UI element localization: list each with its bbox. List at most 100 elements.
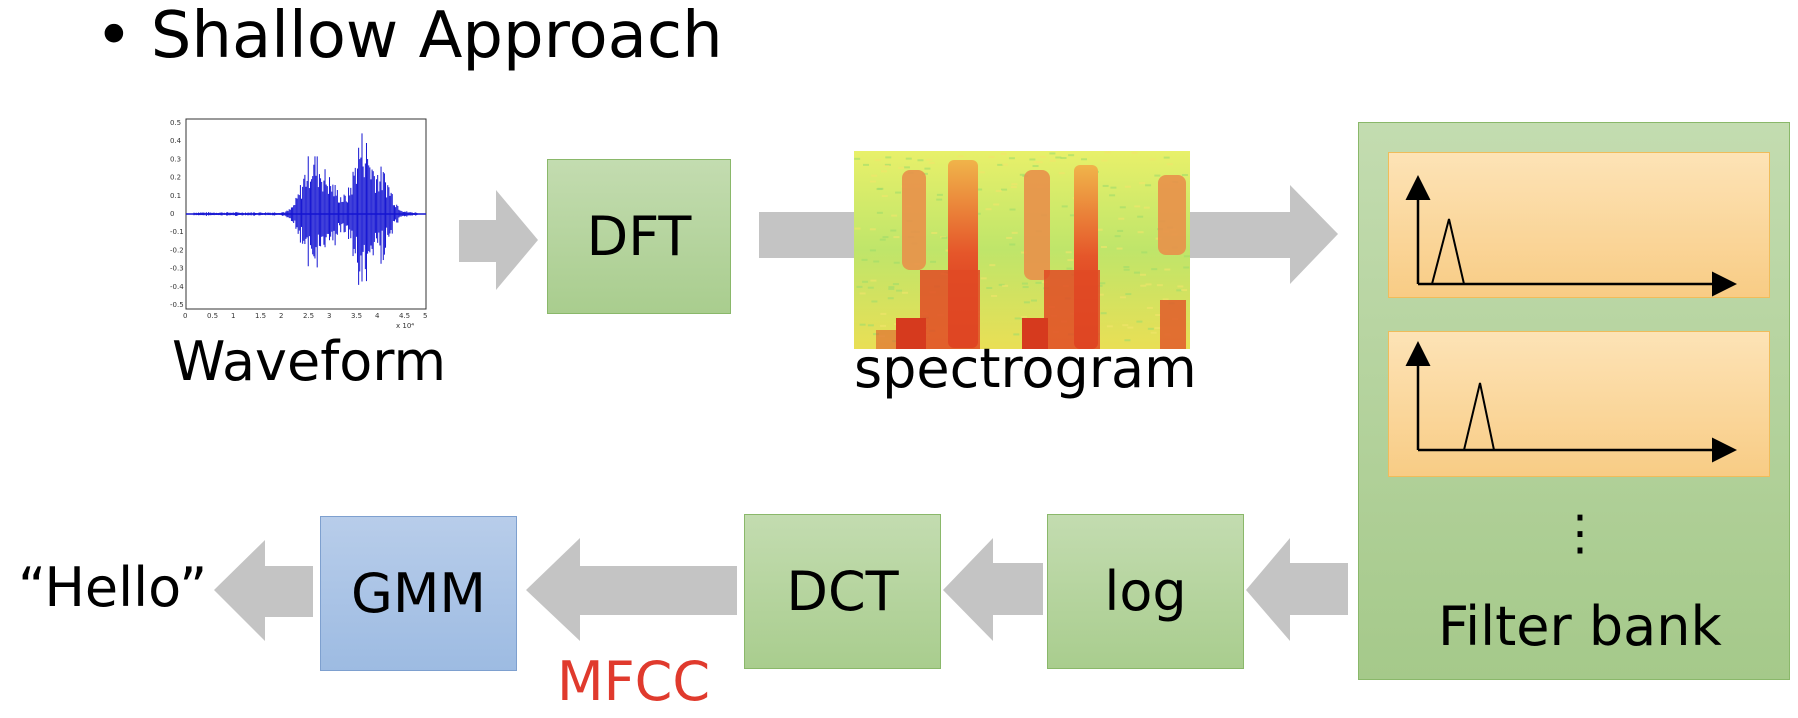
slide-title: •Shallow Approach — [95, 0, 723, 72]
spectrogram-texture — [856, 285, 863, 288]
waveform-x-tick-label: 3 — [327, 312, 331, 320]
spectrogram-texture — [1131, 151, 1138, 154]
spectrogram-texture — [1146, 306, 1153, 309]
spectrogram-texture — [1145, 283, 1152, 286]
spectrogram-texture — [917, 159, 924, 162]
spectrogram-texture — [1009, 243, 1016, 246]
filter-card-1 — [1388, 152, 1770, 298]
mfcc-label: MFCC — [557, 650, 711, 713]
spectrogram-texture — [1013, 333, 1020, 336]
spectrogram-texture — [1099, 282, 1106, 285]
spectrogram-texture — [1040, 155, 1047, 158]
waveform-x-tick-label: 5 — [423, 312, 427, 320]
spectrogram-texture — [871, 300, 878, 303]
spectrogram-texture — [1125, 293, 1132, 296]
spectrogram-texture — [891, 214, 898, 217]
spectrogram-texture — [1123, 266, 1130, 269]
log-box: log — [1047, 514, 1244, 669]
waveform-x-tick-label: 3.5 — [351, 312, 362, 320]
spectrogram-texture — [1145, 184, 1152, 187]
spectrogram-texture — [936, 198, 943, 201]
spectrogram-texture — [888, 287, 895, 290]
spectrogram-texture — [881, 194, 888, 197]
spectrogram-texture — [1066, 267, 1073, 270]
spectrogram-texture — [1127, 326, 1134, 329]
waveform-y-tick-label: 0.2 — [170, 174, 181, 182]
spectrogram-texture — [991, 294, 998, 297]
waveform-y-tick-label: 0 — [170, 210, 174, 218]
spectrogram-texture — [1124, 339, 1131, 342]
spectrogram-texture — [936, 193, 943, 196]
spectrogram-texture — [1030, 299, 1037, 302]
spectrogram-texture — [1101, 159, 1108, 162]
spectrogram-texture — [1102, 184, 1109, 187]
spectrogram-texture — [863, 163, 870, 166]
spectrogram-texture — [976, 188, 983, 191]
spectrogram-texture — [1137, 215, 1144, 218]
arrow-log-to-dct — [943, 538, 1043, 641]
spectrogram-texture — [1060, 157, 1067, 160]
spectrogram-texture — [1029, 158, 1036, 161]
spectrogram-texture — [884, 163, 891, 166]
spectrogram-texture — [1035, 281, 1042, 284]
spectrogram-texture — [1183, 266, 1190, 269]
spectrogram-texture — [1139, 273, 1146, 276]
spectrogram-texture — [862, 280, 869, 283]
spectrogram-texture — [985, 208, 992, 211]
spectrogram-texture — [1055, 156, 1062, 159]
spectrogram-texture — [879, 238, 886, 241]
spectrogram-texture — [1100, 245, 1107, 248]
spectrogram-texture — [1137, 231, 1144, 234]
spectrogram-texture — [931, 232, 938, 235]
waveform-signal — [193, 133, 418, 285]
waveform-x-exponent: x 10⁴ — [396, 322, 414, 330]
spectrogram-texture — [1006, 236, 1013, 239]
spectrogram-texture — [1002, 163, 1009, 166]
spectrogram-texture — [1049, 159, 1056, 162]
spectrogram-texture — [903, 166, 910, 169]
arrow-dct-to-gmm — [526, 538, 737, 641]
dft-label: DFT — [586, 205, 692, 268]
waveform-x-tick-label: 4 — [375, 312, 380, 320]
waveform-y-tick-label: -0.5 — [170, 301, 184, 309]
waveform-y-tick-label: -0.4 — [170, 283, 184, 291]
spectrogram-texture — [892, 283, 899, 286]
spectrogram-texture — [1036, 161, 1043, 164]
spectrogram-texture — [859, 292, 866, 295]
spectrogram-texture — [1023, 301, 1030, 304]
spectrogram-texture — [1154, 327, 1161, 330]
spectrogram-texture — [1010, 186, 1017, 189]
waveform-x-tick-label: 4.5 — [399, 312, 410, 320]
waveform-y-tick-label: 0.5 — [170, 119, 181, 127]
waveform-x-tick-label: 1 — [231, 312, 235, 320]
spectrogram-texture — [1009, 208, 1016, 211]
spectrogram-texture — [1001, 188, 1008, 191]
spectrogram-texture — [880, 170, 887, 173]
spectrogram-texture — [1141, 251, 1148, 254]
spectrogram-texture — [1119, 206, 1126, 209]
spectrogram-texture — [861, 258, 868, 261]
spectrogram-texture — [880, 324, 887, 327]
spectrogram-texture — [1155, 314, 1162, 317]
waveform-x-tick-label: 1.5 — [255, 312, 266, 320]
waveform-y-tick-label: 0.1 — [170, 192, 181, 200]
spectrogram-texture — [1011, 183, 1018, 186]
waveform-y-tick-label: -0.1 — [170, 228, 184, 236]
spectrogram-texture — [1147, 327, 1154, 330]
bullet-point: • — [95, 0, 133, 73]
spectrogram-texture — [880, 312, 887, 315]
gmm-box: GMM — [320, 516, 517, 671]
spectrogram-texture — [1096, 228, 1103, 231]
spectrogram-texture — [930, 260, 937, 263]
spectrogram-texture — [1106, 325, 1113, 328]
spectrogram-texture — [941, 236, 948, 239]
spectrogram-texture — [998, 283, 1005, 286]
waveform-x-tick-label: 2.5 — [303, 312, 314, 320]
spectrogram-texture — [1123, 268, 1130, 271]
spectrogram-texture — [1109, 194, 1116, 197]
waveform-label: Waveform — [172, 330, 447, 393]
spectrogram-texture — [1011, 231, 1018, 234]
spectrogram-texture — [1166, 163, 1173, 166]
spectrogram-texture — [867, 286, 874, 289]
